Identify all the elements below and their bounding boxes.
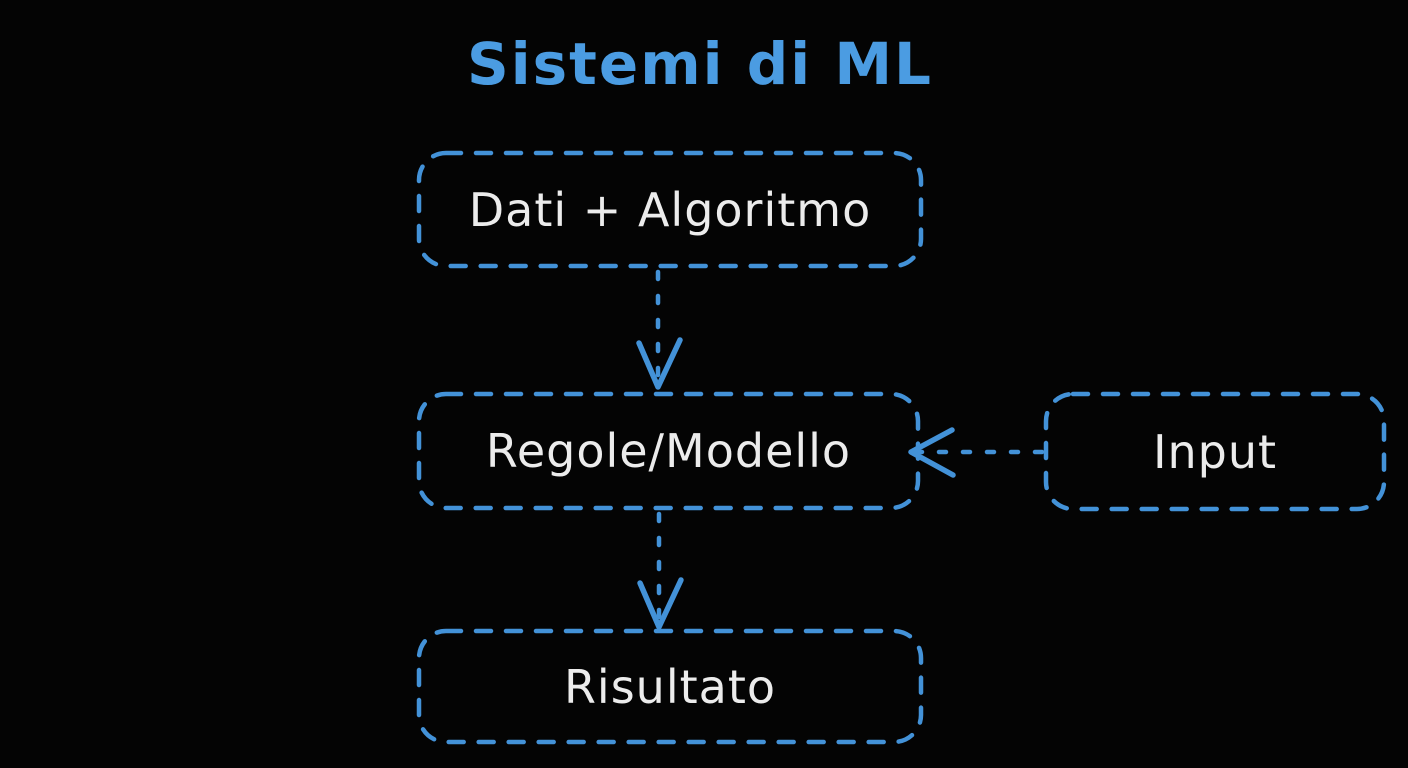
dati-algoritmo-label: Dati + Algoritmo <box>468 182 872 237</box>
arrow-dati-to-regole-head <box>636 337 683 390</box>
risultato-label: Risultato <box>563 659 777 714</box>
diagram-title: Sistemi di ML <box>466 30 933 98</box>
dati-algoritmo-box <box>416 150 924 269</box>
risultato-box <box>416 628 924 745</box>
arrow-regole-to-risultato-head <box>637 577 684 630</box>
input-box <box>1043 391 1387 512</box>
arrow-input-to-regole-head <box>908 427 956 478</box>
regole-modello-label: Regole/Modello <box>485 424 852 478</box>
input-label: Input <box>1152 424 1278 479</box>
